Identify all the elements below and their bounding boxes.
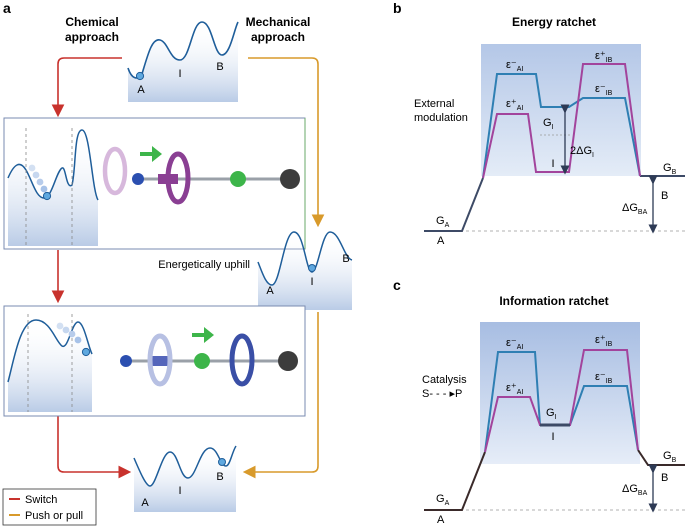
b-2dg: 2ΔGI	[570, 145, 594, 159]
top-energy-well	[127, 21, 239, 102]
panel-c-side-line1: Catalysis	[422, 374, 467, 386]
bottom-energy-well	[133, 445, 237, 512]
panel-a-label: a	[3, 0, 11, 16]
c-b: B	[661, 472, 668, 484]
uphill-label-i: I	[310, 276, 313, 288]
panel-b-dark-start	[424, 177, 484, 232]
c-gb: GB	[663, 450, 677, 464]
c-eplus-ib: ε⁺IB	[595, 334, 613, 348]
mechanical-approach-line1: Mechanical	[246, 15, 311, 29]
b-a: A	[437, 235, 445, 247]
b-eminus-ai: ε⁻AI	[506, 59, 523, 73]
c-eminus-ib: ε⁻IB	[595, 371, 613, 385]
switch-arrow-bottom	[57, 416, 132, 479]
panel-b-magenta-profile	[482, 63, 641, 179]
c-i: I	[551, 431, 554, 443]
b-i: I	[551, 158, 554, 170]
uphill-label-a: A	[266, 285, 274, 297]
switch-arrow-top	[51, 57, 122, 118]
b-gb: GB	[663, 162, 677, 176]
top-well-label-a: A	[137, 84, 145, 96]
panel-c-title: Information ratchet	[499, 294, 608, 308]
panel-c-side-line2: S- - - ▸P	[422, 388, 462, 400]
panel-c-dark-end	[637, 449, 685, 466]
mechanical-push-box	[3, 305, 306, 417]
chemical-switch-box	[3, 117, 306, 250]
uphill-label-b: B	[342, 253, 349, 265]
c-gi: GI	[546, 407, 557, 421]
legend-push-label: Push or pull	[25, 510, 83, 522]
b-dgba: ΔGBA	[622, 202, 648, 216]
panel-b-side-line2: modulation	[414, 112, 468, 124]
uphill-label: Energetically uphill	[158, 259, 250, 271]
bottom-well-label-a: A	[141, 497, 149, 509]
push-arrow-top	[248, 57, 325, 228]
push-arrow-bottom	[242, 312, 319, 479]
top-well-label-b: B	[216, 61, 223, 73]
uphill-energy-well	[257, 231, 353, 310]
b-eminus-ib: ε⁻IB	[595, 83, 613, 97]
top-well-label-i: I	[178, 68, 181, 80]
c-eplus-ai: ε⁺AI	[506, 382, 523, 396]
panel-c-catalysis-box	[480, 322, 640, 464]
b-gi: GI	[543, 117, 554, 131]
panel-c-label: c	[393, 277, 401, 293]
c-ga: GA	[436, 493, 450, 507]
c-dgba: ΔGBA	[622, 483, 648, 497]
mechanical-approach-line2: approach	[251, 30, 305, 44]
c-a: A	[437, 514, 445, 526]
chemical-approach-line1: Chemical	[65, 15, 118, 29]
legend-switch-label: Switch	[25, 494, 57, 506]
bottom-well-label-i: I	[178, 485, 181, 497]
b-eplus-ai: ε⁺AI	[506, 98, 523, 112]
panel-c-dark-start	[424, 451, 486, 511]
panel-b-label: b	[393, 0, 402, 16]
bottom-well-label-b: B	[216, 471, 223, 483]
panel-b-side-line1: External	[414, 98, 454, 110]
b-ga: GA	[436, 215, 450, 229]
b-eplus-ib: ε⁺IB	[595, 50, 613, 64]
panel-b-blue-profile	[482, 73, 641, 179]
b-b: B	[661, 190, 668, 202]
legend: Switch Push or pull	[2, 488, 97, 526]
c-eminus-ai: ε⁻AI	[506, 337, 523, 351]
panel-b-title: Energy ratchet	[512, 15, 596, 29]
chemical-approach-line2: approach	[65, 30, 119, 44]
